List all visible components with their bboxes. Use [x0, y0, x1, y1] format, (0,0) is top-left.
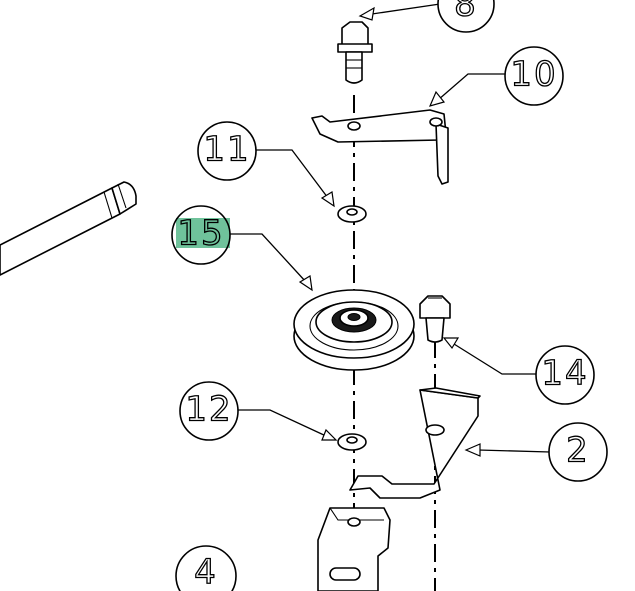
callout-12-label: 12 — [185, 390, 232, 430]
callout-15: 15 — [171, 205, 231, 265]
leader-2 — [464, 443, 551, 457]
callout-4: 4 — [175, 545, 237, 591]
callout-12: 12 — [179, 381, 239, 441]
callout-14: 14 — [535, 345, 595, 405]
callout-11-label: 11 — [203, 130, 250, 170]
callout-15-label: 15 — [177, 214, 224, 254]
bolt-8-part — [337, 21, 373, 84]
washer-12-part — [337, 433, 367, 451]
leader-11 — [256, 149, 335, 208]
callout-2: 2 — [548, 422, 608, 482]
leader-8 — [358, 3, 441, 21]
callout-10: 10 — [504, 46, 564, 106]
idler-arm-2-part — [349, 387, 481, 499]
leader-15 — [230, 233, 313, 292]
callout-2-label: 2 — [566, 431, 590, 471]
callout-10-label: 10 — [510, 55, 557, 95]
leader-12 — [238, 409, 338, 441]
bracket-10-part — [311, 109, 449, 185]
callout-15-highlight — [176, 218, 230, 248]
lower-bracket-part — [317, 507, 391, 591]
callout-8: 8 — [437, 0, 495, 33]
bolt-14-part — [419, 295, 451, 343]
callout-4-label: 4 — [194, 553, 218, 591]
pulley-15-part — [293, 289, 415, 371]
callout-14-label: 14 — [541, 354, 588, 394]
washer-11-part — [337, 205, 367, 223]
callout-11: 11 — [197, 121, 257, 181]
shaft-part — [0, 181, 137, 276]
leader-14 — [442, 337, 536, 375]
leader-10 — [428, 73, 506, 107]
callout-8-label: 8 — [454, 0, 478, 25]
